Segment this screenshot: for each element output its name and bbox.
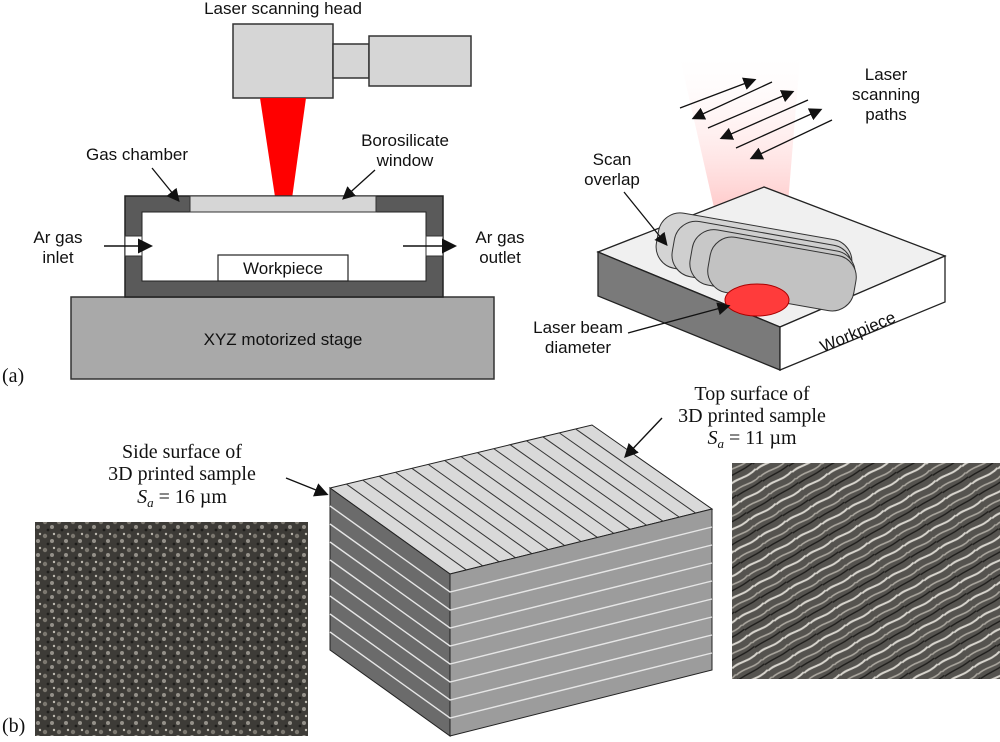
ridge-line	[444, 460, 565, 546]
ridge-line	[427, 463, 549, 551]
stage-label: XYZ motorized stage	[204, 330, 363, 349]
layer-line	[329, 631, 713, 719]
gas-chamber	[124, 195, 444, 298]
top-surface-label-2: 3D printed sample	[678, 405, 826, 427]
sample-layers	[329, 505, 713, 719]
ridge-line	[346, 483, 467, 571]
beam-diameter-label-1: Laser beam	[533, 318, 623, 337]
top-surface-pointer	[624, 417, 663, 459]
layer-line	[329, 505, 713, 593]
ridge-line	[575, 428, 696, 514]
ridge-line	[378, 475, 500, 563]
laser-scanning-head	[232, 23, 472, 99]
scan-overlap-label-2: overlap	[584, 170, 640, 189]
beam-diameter-label-2: diameter	[545, 338, 611, 357]
layer-line	[329, 577, 713, 665]
side-surface-label-1: Side surface of	[122, 441, 242, 463]
laser-spot	[724, 283, 790, 317]
ar-outlet-label-1: Ar gas	[475, 228, 524, 247]
side-surface-micrograph	[35, 522, 308, 736]
gas-chamber-label: Gas chamber	[86, 145, 188, 164]
scan-paths-label-2: scanning	[852, 85, 920, 104]
ridge-line	[509, 444, 631, 530]
scan-paths-label-3: paths	[865, 105, 907, 124]
layer-line	[329, 523, 713, 611]
gas-chamber-pointer	[151, 167, 180, 203]
ridge-line	[493, 448, 615, 534]
workpiece-label: Workpiece	[243, 259, 323, 278]
beam-diameter-pointer	[627, 302, 731, 334]
ridge-line	[477, 452, 598, 538]
ridge-line	[362, 479, 484, 567]
ar-inlet-label-2: inlet	[42, 248, 73, 267]
ridge-line	[411, 467, 533, 555]
ridge-line	[558, 432, 680, 518]
layer-line	[329, 595, 713, 683]
workpiece	[217, 254, 349, 282]
scan-overlap-pointer	[623, 191, 668, 247]
ridge-line	[526, 440, 647, 526]
layer-line	[329, 541, 713, 629]
top-surface-micrograph	[732, 463, 1000, 679]
scan-paths-label-1: Laser	[865, 65, 908, 84]
borosilicate-label-1: Borosilicate	[361, 131, 449, 150]
panel-b-tag: (b)	[2, 715, 25, 737]
borosilicate-label-2: window	[376, 151, 434, 170]
side-surface-label-2: 3D printed sample	[108, 463, 256, 485]
ridge-line	[395, 471, 516, 559]
panel-a-tag: (a)	[2, 365, 24, 387]
ridge-line	[460, 456, 582, 542]
ar-inlet-label-1: Ar gas	[33, 228, 82, 247]
top-surface-ridges	[346, 428, 696, 571]
side-surface-pointer	[285, 477, 329, 497]
laser-scanning-head-label: Laser scanning head	[204, 0, 362, 18]
side-sa-label: Sa = 16 µm	[137, 486, 227, 510]
top-sa-label: Sa = 11 µm	[707, 427, 797, 451]
scan-overlap-label-1: Scan	[593, 150, 632, 169]
layer-line	[329, 613, 713, 701]
ar-outlet-label-2: outlet	[479, 248, 521, 267]
laser-scanning-paths	[679, 77, 833, 160]
laser-beam	[260, 98, 306, 256]
layer-line	[329, 559, 713, 647]
top-surface-label-1: Top surface of	[694, 383, 810, 405]
ridge-line	[542, 436, 664, 522]
borosilicate-pointer	[342, 169, 376, 200]
xyz-motorized-stage	[70, 296, 495, 380]
